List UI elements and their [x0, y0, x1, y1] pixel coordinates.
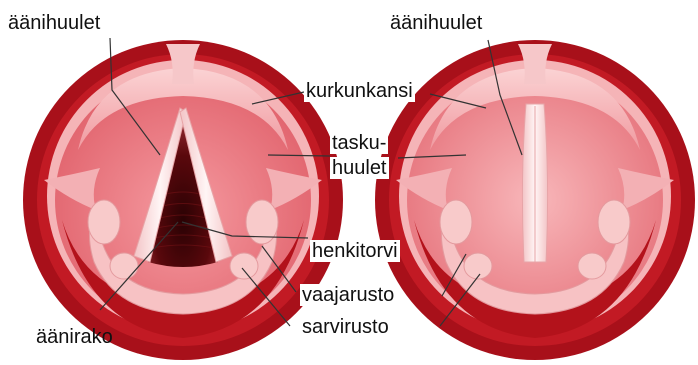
label-trachea: henkitorvi — [310, 240, 400, 262]
corniculate-left — [464, 253, 492, 279]
corniculate-right — [230, 253, 258, 279]
corniculate-left — [110, 253, 138, 279]
label-vestibular-folds-line2: huulet — [330, 157, 389, 179]
arytenoid-right — [598, 200, 630, 244]
label-vestibular-folds-line1: tasku- — [330, 132, 388, 154]
label-vocal-folds-left: äänihuulet — [8, 12, 100, 34]
arytenoid-left — [440, 200, 472, 244]
larynx-open — [23, 40, 343, 360]
label-epiglottis: kurkunkansi — [304, 80, 415, 102]
label-vocal-folds-right: äänihuulet — [388, 12, 484, 34]
larynx-closed — [375, 40, 695, 360]
label-corniculate: sarvirusto — [300, 316, 391, 338]
arytenoid-left — [88, 200, 120, 244]
label-arytenoid: vaajarusto — [300, 284, 396, 306]
label-glottis: äänirako — [36, 326, 113, 348]
corniculate-right — [578, 253, 606, 279]
